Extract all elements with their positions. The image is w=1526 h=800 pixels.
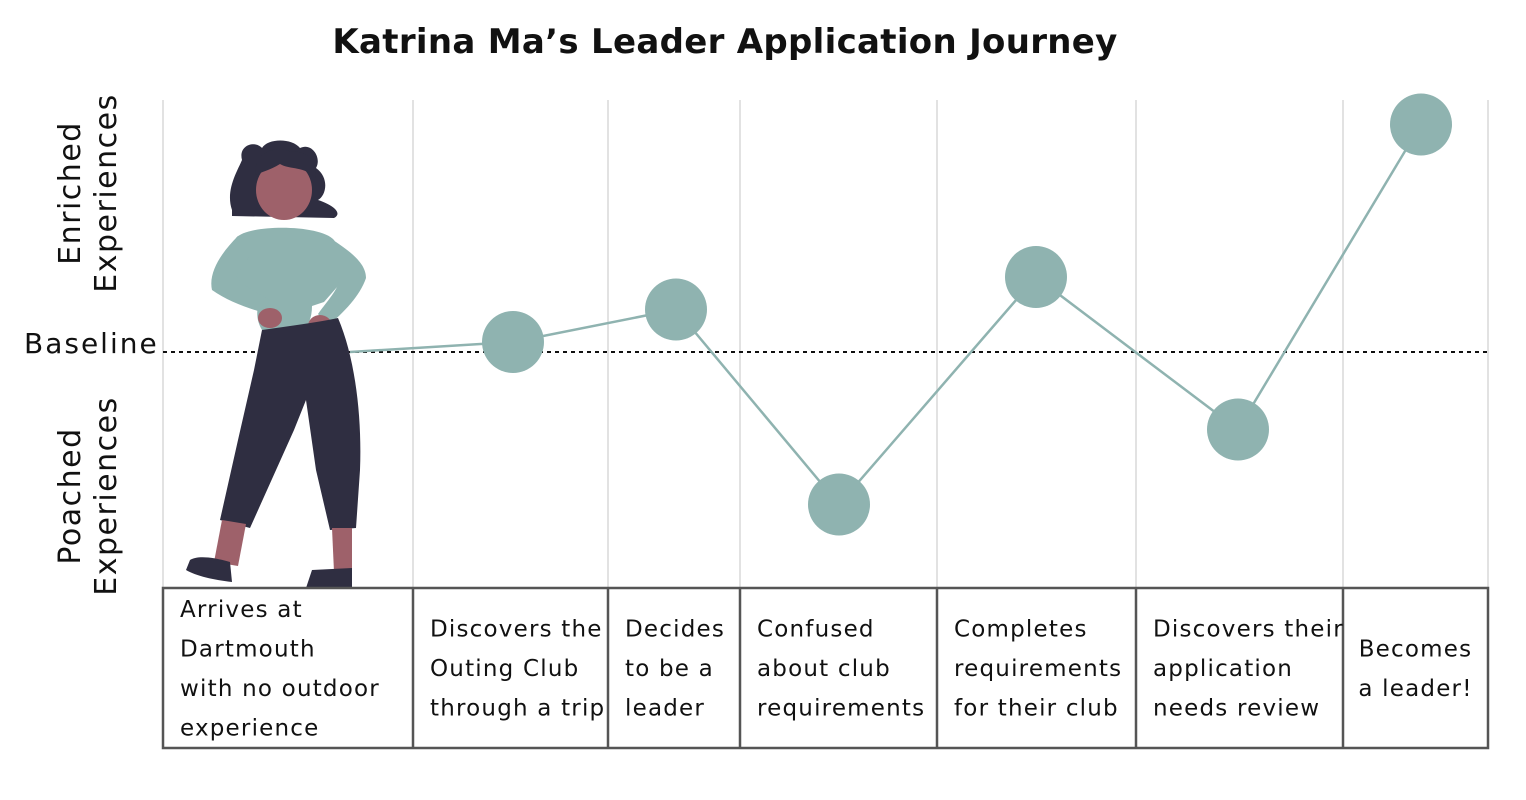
journey-marker-4	[808, 473, 870, 536]
journey-marker-2	[482, 311, 544, 373]
grid-lines	[162, 100, 1489, 588]
stage-label-6: Discovers their application needs review	[1153, 617, 1344, 722]
stage-label-3: Decides to be a leader	[625, 617, 725, 722]
y-label-enriched-line1: Enriched	[53, 121, 88, 265]
stage-4-line-1: Confused	[757, 617, 875, 643]
stage-label-5: Completes requirements for their club	[954, 617, 1122, 722]
stage-1-line-4: experience	[180, 715, 319, 741]
stage-2-line-3: through a trip	[430, 696, 605, 722]
y-label-enriched-line2: Experiences	[89, 93, 124, 292]
stage-3-line-1: Decides	[625, 617, 725, 643]
journey-marker-5	[1005, 246, 1067, 308]
journey-marker-6	[1207, 398, 1269, 461]
stage-2-line-1: Discovers the	[430, 617, 603, 643]
stage-table-border	[161, 586, 1490, 750]
stage-7-line-2: a leader!	[1358, 676, 1472, 702]
stage-4-line-2: about club	[757, 656, 891, 682]
stage-4-line-3: requirements	[757, 696, 925, 722]
stage-1-line-3: with no outdoor	[180, 676, 380, 702]
stage-1-line-2: Dartmouth	[180, 636, 316, 662]
page-title: Katrina Ma’s Leader Application Journey	[332, 22, 1118, 62]
stage-label-4: Confused about club requirements	[757, 617, 925, 722]
stage-5-line-1: Completes	[954, 617, 1088, 643]
stage-3-line-2: to be a	[625, 656, 714, 682]
stage-label-7: Becomes a leader!	[1358, 636, 1472, 702]
y-label-poached-line1: Poached	[53, 427, 88, 564]
journey-markers	[482, 93, 1452, 536]
stage-table: Arrives at Dartmouth with no outdoor experi…	[161, 586, 1490, 750]
stage-6-line-2: application	[1153, 656, 1293, 682]
y-label-baseline: Baseline	[24, 327, 159, 360]
y-label-poached-line2: Experiences	[89, 396, 124, 595]
stage-5-line-3: for their club	[954, 696, 1119, 722]
stage-6-line-1: Discovers their	[1153, 617, 1344, 643]
stage-label-1: Arrives at Dartmouth with no outdoor experi…	[180, 597, 380, 742]
stage-6-line-3: needs review	[1153, 696, 1320, 722]
stage-7-line-1: Becomes	[1359, 636, 1473, 662]
stage-1-line-1: Arrives at	[180, 597, 303, 623]
stage-2-line-2: Outing Club	[430, 656, 579, 682]
stage-3-line-3: leader	[625, 696, 705, 722]
standing-woman-illustration	[186, 140, 366, 588]
journey-marker-7	[1390, 93, 1452, 156]
journey-marker-3	[645, 278, 707, 341]
stage-5-line-2: requirements	[954, 656, 1122, 682]
